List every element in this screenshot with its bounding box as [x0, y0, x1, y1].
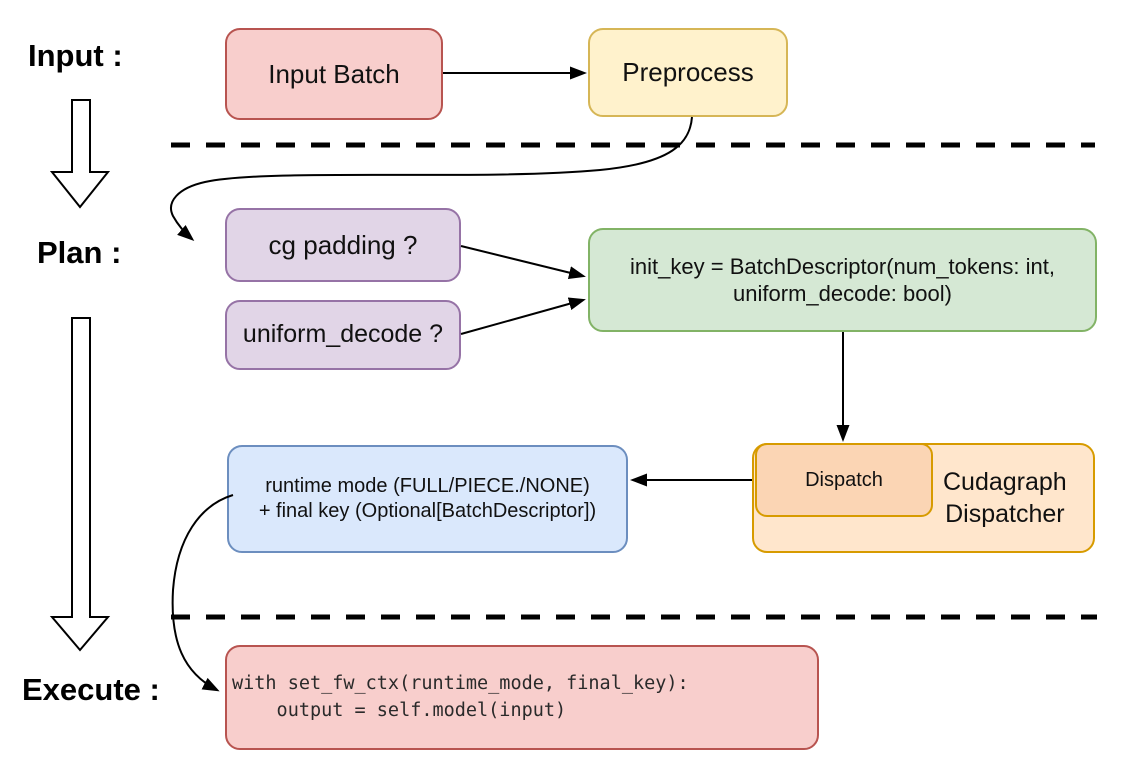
plan-phase-down-arrow-icon	[49, 317, 111, 652]
curve-runtime-mode-to-execute-code	[171, 494, 234, 692]
phase-label-execute: Execute :	[22, 672, 160, 707]
node-runtime-mode: runtime mode (FULL/PIECE./NONE) + final …	[227, 445, 628, 553]
phase-label-plan: Plan :	[37, 235, 122, 270]
cudagraph-dispatcher-label: Cudagraph Dispatcher	[942, 467, 1067, 529]
node-dispatch: Dispatch	[755, 443, 933, 517]
arrow-cg-padding-to-init-key	[460, 245, 586, 279]
node-preprocess: Preprocess	[588, 28, 788, 117]
node-init-key: init_key = BatchDescriptor(num_tokens: i…	[588, 228, 1097, 332]
phase-label-input: Input :	[28, 38, 123, 73]
node-cg-padding: cg padding ?	[225, 208, 461, 282]
arrow-uniform-decode-to-init-key	[460, 297, 586, 335]
input-phase-down-arrow-icon	[49, 99, 111, 209]
node-execute-code: with set_fw_ctx(runtime_mode, final_key)…	[225, 645, 819, 750]
node-uniform-decode: uniform_decode ?	[225, 300, 461, 370]
node-input-batch: Input Batch	[225, 28, 443, 120]
